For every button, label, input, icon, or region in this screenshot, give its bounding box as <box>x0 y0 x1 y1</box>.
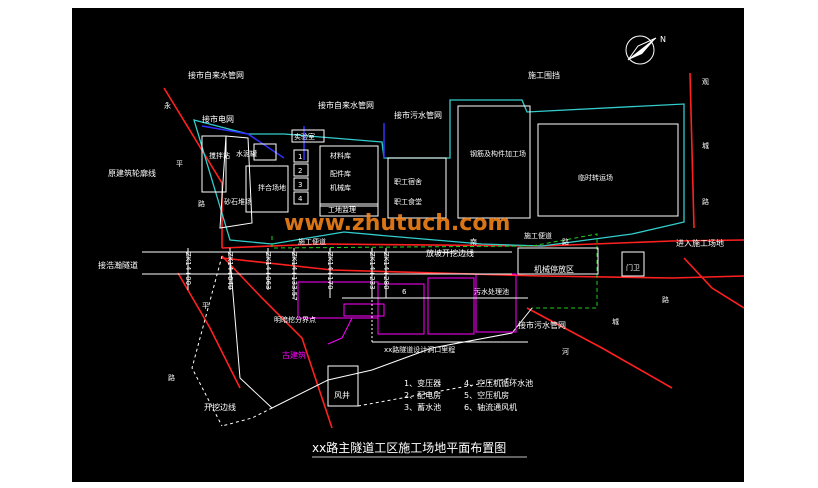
label-material-store: 材料库 <box>330 151 351 160</box>
slope-excavation-line <box>271 233 598 309</box>
label-sewage: 污水处理池 <box>474 287 509 296</box>
label-parts-store: 配件库 <box>330 169 351 178</box>
label-enclosure: 施工围挡 <box>528 70 560 80</box>
label-num-3: 3 <box>298 181 302 189</box>
compass-rose-icon <box>625 35 657 65</box>
label-portal: xx路隧道设计洞口里程 <box>384 345 455 354</box>
drawing-title: xx路主隧道工区施工场地平面布置图 <box>312 440 506 455</box>
legend-item-4: 4、空压机循环水池 <box>464 378 533 388</box>
water-pipe-lines <box>201 123 385 160</box>
label-chain-1: ZK14+00 <box>184 252 192 285</box>
label-temp-road: 施工便道 <box>298 237 326 246</box>
label-water-net-left: 接市自来水管网 <box>188 70 244 80</box>
label-road-left-top: 永 <box>164 101 171 110</box>
label-enter-site: 进入施工场地 <box>676 238 724 248</box>
label-ancient-building: 古建筑 <box>282 350 306 360</box>
label-road-bottom-2: 路 <box>168 373 175 382</box>
label-mix-yard: 拌合场地 <box>258 183 286 192</box>
label-mixing-station: 搅拌站 <box>209 151 230 160</box>
label-road-bottom-3: 河 <box>562 348 569 356</box>
legend-item-6: 6、轴流通风机 <box>464 402 517 412</box>
label-num-6: 6 <box>402 288 407 296</box>
label-road-bottom-4: 城 <box>612 318 619 326</box>
label-num-1: 1 <box>298 153 302 161</box>
label-inner-road: 施工便道 <box>524 231 552 240</box>
label-steel-yard: 钢筋及构件加工场 <box>470 149 526 158</box>
label-machine-store: 机械库 <box>330 183 351 192</box>
construction-enclosure <box>193 99 685 247</box>
label-num-2: 2 <box>298 167 302 175</box>
label-chain-3: ZK14+063 <box>264 252 272 290</box>
label-excavation-line: 开挖边线 <box>204 402 236 412</box>
tunnel-axis <box>142 251 528 343</box>
label-chain-2: ZK14+040 <box>226 252 234 290</box>
label-road-right-2: 城 <box>702 142 709 150</box>
label-sewer-net-bottom: 接市污水管网 <box>518 320 566 330</box>
label-sewer-net-top: 接市污水管网 <box>394 110 442 120</box>
label-road-right-1: 观 <box>702 78 709 86</box>
label-machine-park: 机械停放区 <box>534 264 574 274</box>
watermark: www.zhutuch.com <box>284 211 510 236</box>
label-water-net-mid: 接市自来水管网 <box>318 100 374 110</box>
label-chain-7: ZK14+280 <box>382 252 390 290</box>
compass-north-label: N <box>660 35 666 44</box>
label-road-bottom-1: 平 <box>202 302 209 310</box>
label-num-4: 4 <box>298 195 303 203</box>
legend-item-3: 3、蓄水池 <box>404 402 441 412</box>
label-power-net: 接市电网 <box>202 114 234 124</box>
label-road-bottom-5: 路 <box>662 295 669 304</box>
drawing-canvas: N 接市自来水管网 接市自来水管网 接市污水管网 接市电网 施工围挡 永 平 路… <box>72 8 744 482</box>
label-road-main-1: 南 <box>470 237 477 246</box>
label-worker-dorm: 职工宿舍 <box>394 177 422 186</box>
legend-item-5: 5、空压机房 <box>464 390 509 400</box>
legend-item-1: 1、变压器 <box>404 378 441 388</box>
label-cut-cover: 明暗挖分界点 <box>274 315 316 324</box>
label-original-building-line: 原建筑轮廓线 <box>108 168 156 178</box>
label-survey: 工地监理 <box>328 205 356 214</box>
label-temp-transfer: 临时转运场 <box>578 173 613 182</box>
label-worker-canteen: 职工食堂 <box>394 197 422 206</box>
legend-item-2: 2、配电房 <box>404 390 441 400</box>
site-plan-svg: N 接市自来水管网 接市自来水管网 接市污水管网 接市电网 施工围挡 永 平 路… <box>98 35 744 458</box>
label-road-main-2: 路 <box>562 237 569 246</box>
label-sand-yard: 砂石堆场 <box>224 197 252 206</box>
label-chain-6: ZK14+233 <box>368 252 376 290</box>
label-chain-5: ZK14+170 <box>326 252 334 290</box>
label-gate: 门卫 <box>626 263 640 272</box>
label-road-left-2: 平 <box>176 160 183 168</box>
chainage-ticks <box>187 248 387 298</box>
tunnel-elements <box>297 273 517 345</box>
label-slope-line: 放坡开挖边线 <box>426 248 474 258</box>
label-tunnel-connect: 接浩瀚隧道 <box>98 260 138 270</box>
label-road-left-3: 路 <box>198 199 205 208</box>
label-shaft: 风井 <box>334 390 350 400</box>
road-lines <box>163 72 744 429</box>
label-road-right-3: 路 <box>702 197 709 206</box>
label-cement: 水泥罐 <box>236 149 257 158</box>
building-outlines <box>191 105 679 427</box>
label-lab: 实验室 <box>294 132 315 141</box>
label-chain-4: ZK14+133.57 <box>290 252 298 301</box>
